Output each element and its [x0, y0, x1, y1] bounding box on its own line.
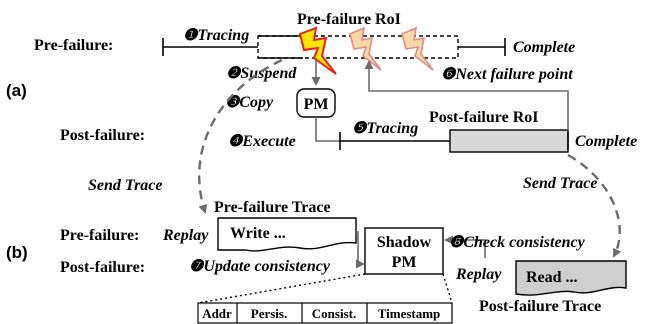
pre-trace-content: Write ... — [230, 225, 286, 242]
send-trace-left: Send Trace — [88, 177, 163, 194]
pre-trace-document — [217, 217, 357, 252]
table-header-cell: Timestamp — [378, 306, 441, 321]
send-trace-arrow-left — [197, 58, 283, 214]
update-consistency-arrow — [356, 231, 365, 269]
step7-update-consistency: ❼Update consistency — [189, 258, 331, 275]
shadow-pm-line2: PM — [392, 254, 417, 271]
post-roi-label: Post-failure RoI — [429, 109, 538, 126]
pre-failure-label-a: Pre-failure: — [34, 37, 113, 54]
step4-execute: ❹Execute — [228, 133, 296, 150]
post-trace-document — [515, 260, 627, 296]
replay-right: Replay — [455, 266, 502, 283]
step2-suspend: ❷Suspend — [226, 65, 297, 82]
complete-label-1: Complete — [513, 39, 575, 56]
failure-lightning-icon — [298, 26, 337, 75]
step3-copy: ❸Copy — [225, 94, 274, 111]
send-trace-arrow-right — [567, 153, 622, 258]
faded-lightning-icon-2 — [401, 26, 434, 71]
pre-trace-title: Pre-failure Trace — [214, 199, 331, 216]
faded-lightning-icon-1 — [349, 26, 382, 71]
zoom-line-left — [197, 273, 366, 304]
shadow-pm-table: Addr Persis. Consist. Timestamp — [197, 302, 453, 324]
execute-arrow — [315, 117, 340, 142]
pre-failure-label-b: Pre-failure: — [60, 227, 139, 244]
step8-check-consistency: ❽Check consistency — [449, 234, 586, 251]
pre-roi-label: Pre-failure RoI — [297, 11, 401, 28]
shadow-pm-line1: Shadow — [377, 234, 432, 251]
table-header-cell: Addr — [202, 306, 232, 321]
table-header-cell: Consist. — [312, 306, 356, 321]
post-failure-label-b: Post-failure: — [60, 259, 145, 276]
check-consistency-arrow — [444, 235, 486, 258]
shadow-pm-box — [364, 227, 444, 275]
zoom-line-right — [442, 273, 453, 304]
post-trace-content: Read ... — [526, 269, 578, 286]
post-failure-label-a: Post-failure: — [60, 127, 145, 144]
table-header-cell: Persis. — [251, 306, 287, 321]
post-failure-roi-box — [449, 129, 569, 153]
send-trace-right: Send Trace — [523, 175, 598, 192]
step5-tracing: ❺Tracing — [352, 120, 418, 137]
next-failure-loop-arrow — [364, 60, 569, 130]
part-b-label: (b) — [6, 243, 28, 262]
step6-next-failure-point: ❻Next failure point — [441, 66, 573, 83]
part-a-label: (a) — [6, 81, 27, 100]
pm-label: PM — [304, 96, 329, 113]
step1-tracing: ❶Tracing — [183, 27, 249, 44]
table-border — [197, 302, 453, 324]
replay-left: Replay — [162, 227, 209, 244]
post-trace-title: Post-failure Trace — [479, 298, 601, 315]
complete-label-2: Complete — [575, 133, 637, 150]
